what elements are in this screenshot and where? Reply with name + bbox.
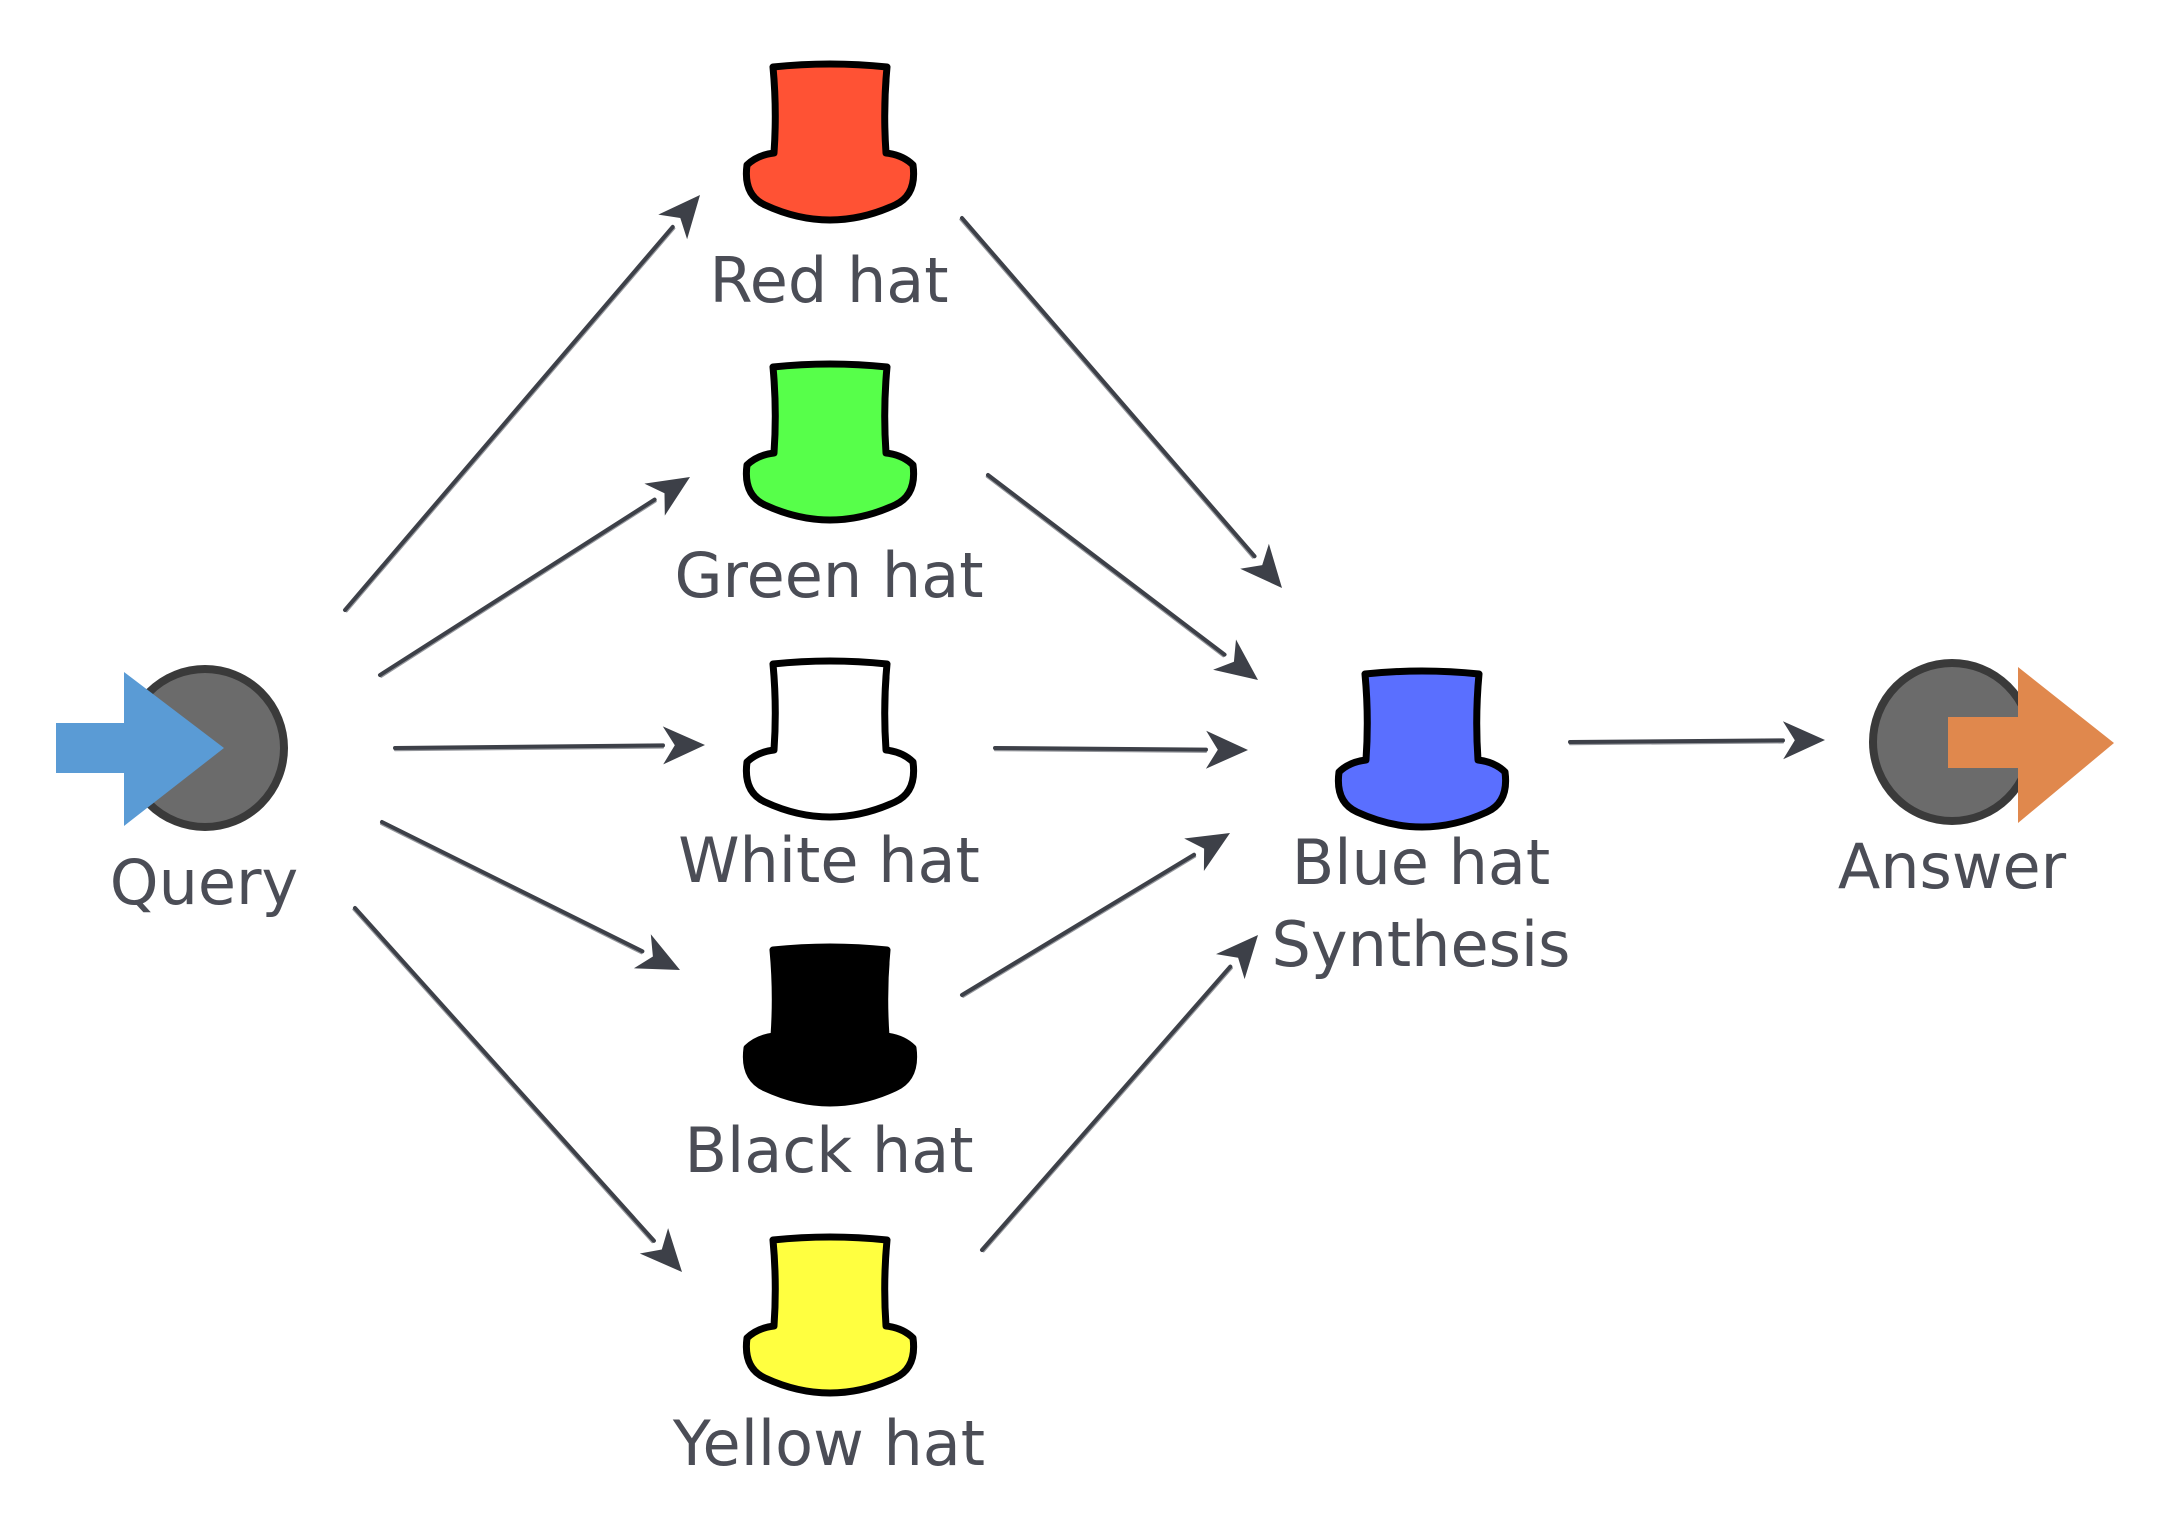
edge-line-sketch bbox=[394, 746, 665, 752]
edge-line bbox=[960, 852, 1197, 997]
edge-yellow-hat-to-blue-hat bbox=[980, 935, 1258, 1253]
top-hat-icon bbox=[1338, 671, 1505, 827]
green-hat-label: Green hat bbox=[674, 539, 983, 612]
edge-query-to-white-hat bbox=[393, 726, 705, 765]
yellow-hat-node[interactable]: Yellow hat bbox=[672, 1237, 985, 1480]
blue-hat-label: Blue hat bbox=[1292, 826, 1551, 899]
arrow-head-icon bbox=[662, 726, 705, 765]
red-hat-node[interactable]: Red hat bbox=[709, 64, 949, 317]
edge-line-sketch bbox=[345, 227, 676, 613]
arrow-head-icon bbox=[1782, 721, 1825, 760]
edge-line-sketch bbox=[380, 822, 643, 955]
edge-line bbox=[343, 224, 675, 612]
arrow-head-icon bbox=[1184, 833, 1230, 871]
edge-line-sketch bbox=[380, 500, 657, 678]
edge-line-sketch bbox=[982, 967, 1233, 1253]
edge-line-sketch bbox=[962, 855, 1197, 998]
top-hat-icon bbox=[746, 947, 913, 1103]
arrow-head-icon bbox=[1205, 730, 1248, 769]
answer-label: Answer bbox=[1838, 830, 2067, 903]
answer-node[interactable]: Answer bbox=[1838, 659, 2114, 903]
arrow-head-icon bbox=[1213, 639, 1258, 680]
edge-line bbox=[1568, 738, 1786, 744]
edge-line bbox=[378, 497, 657, 677]
edge-line bbox=[380, 820, 645, 954]
edge-line-sketch bbox=[985, 475, 1225, 658]
edge-red-hat-to-blue-hat bbox=[959, 216, 1282, 588]
edge-white-hat-to-blue-hat bbox=[993, 730, 1248, 769]
input-arrow-icon bbox=[56, 672, 224, 826]
top-hat-icon bbox=[746, 364, 913, 520]
edges-layer bbox=[343, 195, 1825, 1272]
top-hat-icon bbox=[746, 661, 913, 817]
edge-query-to-yellow-hat bbox=[352, 906, 682, 1272]
edge-blue-hat-to-answer bbox=[1568, 721, 1825, 760]
edge-line-sketch bbox=[352, 908, 654, 1244]
edge-line bbox=[980, 964, 1233, 1252]
edge-line bbox=[993, 746, 1209, 752]
white-hat-node[interactable]: White hat bbox=[678, 661, 980, 897]
edge-line bbox=[986, 473, 1227, 657]
edge-query-to-green-hat bbox=[378, 477, 690, 678]
blue-hat-sublabel: Synthesis bbox=[1272, 908, 1571, 981]
edge-green-hat-to-blue-hat bbox=[985, 473, 1258, 680]
top-hat-icon bbox=[746, 1237, 913, 1393]
yellow-hat-label: Yellow hat bbox=[672, 1407, 985, 1480]
black-hat-node[interactable]: Black hat bbox=[684, 947, 974, 1187]
arrow-head-icon bbox=[1216, 935, 1258, 980]
edge-line bbox=[393, 743, 666, 750]
output-arrow-icon bbox=[1948, 667, 2114, 823]
white-hat-label: White hat bbox=[678, 824, 980, 897]
edge-query-to-black-hat bbox=[380, 820, 680, 970]
top-hat-icon bbox=[746, 64, 913, 220]
query-node[interactable]: Query bbox=[56, 665, 298, 919]
edge-line bbox=[960, 216, 1257, 559]
edge-black-hat-to-blue-hat bbox=[960, 833, 1230, 998]
arrow-head-icon bbox=[1240, 543, 1282, 588]
edge-line-sketch bbox=[1569, 741, 1785, 746]
arrow-head-icon bbox=[658, 195, 700, 240]
arrow-head-icon bbox=[644, 477, 690, 516]
edge-query-to-red-hat bbox=[343, 195, 700, 613]
red-hat-label: Red hat bbox=[709, 244, 948, 317]
black-hat-label: Black hat bbox=[684, 1114, 973, 1187]
arrow-head-icon bbox=[633, 934, 680, 970]
arrow-head-icon bbox=[639, 1228, 682, 1272]
edge-line bbox=[353, 906, 656, 1243]
green-hat-node[interactable]: Green hat bbox=[674, 364, 984, 612]
blue-hat-node[interactable]: Blue hat Synthesis bbox=[1272, 671, 1571, 981]
edge-line-sketch bbox=[993, 749, 1207, 753]
edge-line-sketch bbox=[959, 218, 1254, 559]
query-label: Query bbox=[110, 846, 298, 919]
